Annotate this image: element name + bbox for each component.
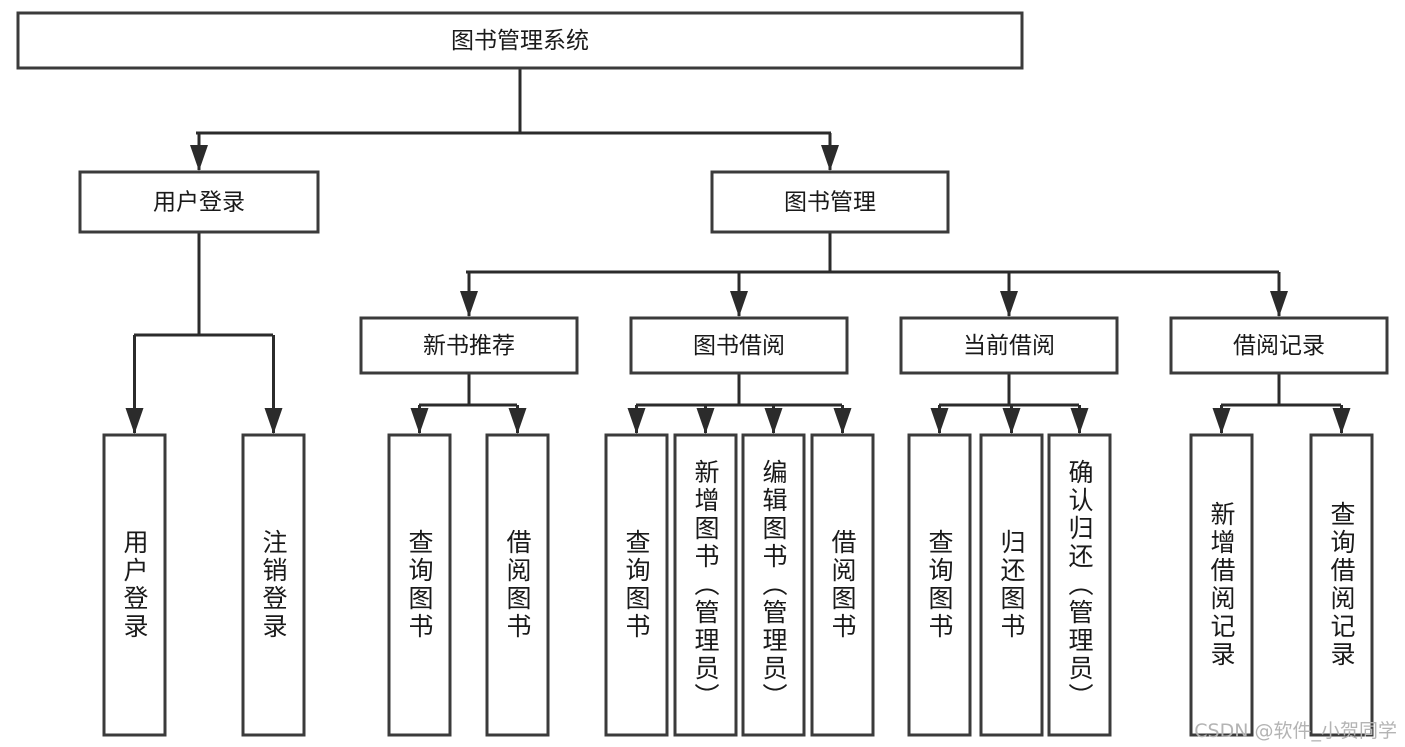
arrow-head-icon	[821, 145, 839, 171]
node-label-n-new-book-rec: 新书推荐	[423, 333, 515, 359]
arrow-head-icon	[833, 408, 852, 434]
arrow-head-icon	[264, 408, 283, 434]
arrow-head-icon	[1270, 291, 1288, 317]
arrow-head-icon	[460, 291, 478, 317]
node-box-l-user-logout[interactable]	[241, 433, 306, 737]
node-box-n-borrow-record[interactable]	[1169, 316, 1389, 375]
arrow-head-icon	[930, 408, 949, 434]
node-box-l-confirm-return[interactable]	[1047, 433, 1112, 737]
arrow-head-icon	[508, 408, 527, 434]
node-label-n-user-login: 用户登录	[153, 190, 245, 216]
arrow-head-icon	[1212, 408, 1231, 434]
node-label-n-book-borrow: 图书借阅	[693, 333, 785, 359]
node-box-n-new-book-rec[interactable]	[359, 316, 579, 375]
node-box-n-user-login[interactable]	[78, 170, 320, 234]
node-box-l-add-book[interactable]	[673, 433, 738, 737]
node-label-n-borrow-record: 借阅记录	[1233, 333, 1325, 359]
node-box-l-edit-book[interactable]	[741, 433, 806, 737]
node-box-l-query-record[interactable]	[1309, 433, 1374, 737]
node-box-l-query-book-3[interactable]	[907, 433, 972, 737]
arrow-head-icon	[410, 408, 429, 434]
arrow-head-icon	[1000, 291, 1018, 317]
node-label-root: 图书管理系统	[451, 28, 589, 54]
node-label-n-book-manage: 图书管理	[784, 190, 876, 216]
node-box-root[interactable]	[16, 11, 1024, 70]
arrow-head-icon	[764, 408, 783, 434]
node-box-l-return-book[interactable]	[979, 433, 1044, 737]
arrow-head-icon	[1332, 408, 1351, 434]
node-box-l-query-book-2[interactable]	[604, 433, 669, 737]
node-box-l-add-record[interactable]	[1189, 433, 1254, 737]
node-box-l-borrow-book-1[interactable]	[485, 433, 550, 737]
arrow-head-icon	[730, 291, 748, 317]
node-box-n-current-borrow[interactable]	[899, 316, 1119, 375]
arrow-head-icon	[1070, 408, 1089, 434]
arrow-head-icon	[627, 408, 646, 434]
connector-layer	[125, 68, 1351, 434]
node-box-n-book-manage[interactable]	[710, 170, 950, 234]
arrow-head-icon	[190, 145, 208, 171]
csdn-watermark: CSDN @软件_小贺同学	[1194, 720, 1397, 742]
arrow-head-icon	[696, 408, 715, 434]
node-box-layer	[16, 11, 1389, 737]
node-box-n-book-borrow[interactable]	[629, 316, 849, 375]
arrow-head-icon	[125, 408, 144, 434]
node-label-n-current-borrow: 当前借阅	[963, 333, 1055, 359]
node-box-l-user-login[interactable]	[102, 433, 167, 737]
node-box-l-query-book-1[interactable]	[387, 433, 452, 737]
node-box-l-borrow-book-2[interactable]	[810, 433, 875, 737]
arrow-head-icon	[1002, 408, 1021, 434]
